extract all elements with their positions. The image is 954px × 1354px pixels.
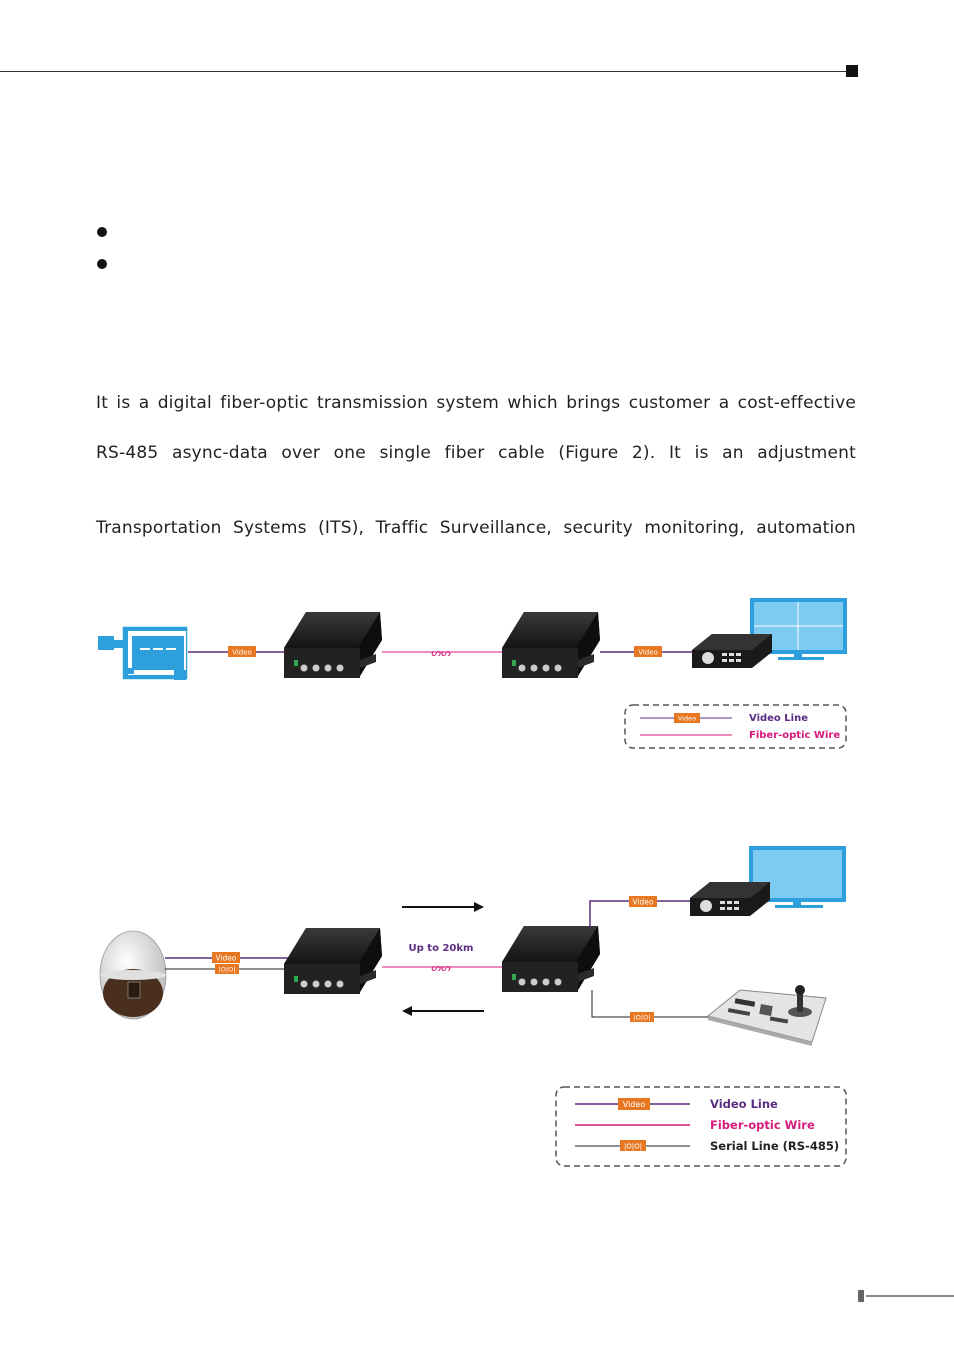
figure-1-legend: Video Video Line Fiber-optic Wire — [624, 704, 847, 749]
fiber-converter-receiver — [502, 612, 600, 678]
video-tag-label: Video — [232, 649, 252, 657]
header-rule — [0, 71, 846, 72]
svg-text:Video Line: Video Line — [710, 1097, 778, 1111]
speed-dome-camera-icon — [99, 930, 167, 1020]
fiber-converter-transmitter — [284, 928, 382, 994]
header-square — [846, 65, 858, 77]
svg-text:Fiber-optic Wire: Fiber-optic Wire — [710, 1118, 815, 1132]
svg-text:|O|O|: |O|O| — [624, 1143, 642, 1151]
svg-text:Video: Video — [623, 1100, 646, 1109]
svg-text:Fiber-optic Wire: Fiber-optic Wire — [749, 730, 840, 741]
video-tag — [228, 646, 256, 657]
serial-tag-label: |O|O| — [219, 966, 236, 974]
figure-2-diagram: Video |O|O| ᔕᔕ Up to 20km Video — [99, 846, 847, 1167]
fiber-converter-transmitter — [284, 612, 382, 678]
bullet-1 — [97, 227, 107, 237]
paragraph-line-1: It is a digital fiber-optic transmission… — [96, 393, 856, 413]
svg-text:Serial Line (RS-485): Serial Line (RS-485) — [710, 1139, 839, 1153]
figure-2-legend: Video Video Line Fiber-optic Wire |O|O| … — [555, 1086, 847, 1167]
dvr-recorder-icon — [690, 882, 770, 916]
svg-text:Video: Video — [678, 715, 696, 723]
dvr-recorder-icon — [692, 634, 772, 668]
distance-label: Up to 20km — [409, 943, 474, 954]
svg-text:Video Line: Video Line — [749, 713, 808, 724]
bullet-2 — [97, 259, 107, 269]
fiber-converter-receiver — [502, 926, 600, 992]
svg-text:ᔕᔕ: ᔕᔕ — [431, 646, 451, 659]
paragraph-line-3: Transportation Systems (ITS), Traffic Su… — [96, 518, 856, 538]
svg-text:ᔕᔕ: ᔕᔕ — [431, 961, 451, 974]
paragraph-line-2: RS-485 async-data over one single fiber … — [96, 443, 856, 463]
monitor-icon — [749, 846, 846, 908]
serial-tag-label: |O|O| — [634, 1014, 651, 1022]
figure-1-diagram: Video ᔕᔕ Video — [98, 598, 847, 749]
video-camera-icon — [98, 625, 189, 681]
video-tag-label: Video — [638, 649, 658, 657]
video-tag-label: Video — [632, 898, 653, 907]
ptz-keyboard-controller-icon — [706, 985, 827, 1046]
footer-rule — [866, 1295, 954, 1297]
video-tag-label: Video — [215, 954, 236, 963]
video-tag — [634, 646, 662, 657]
footer-square — [858, 1290, 864, 1302]
